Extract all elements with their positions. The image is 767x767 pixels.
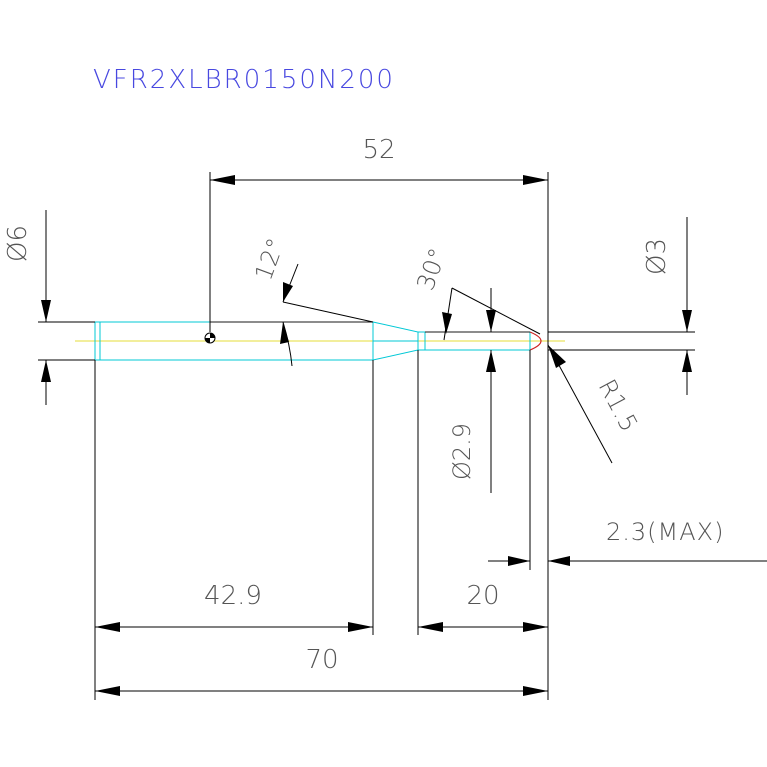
arrow-head bbox=[548, 345, 566, 368]
taper-angle-label: 12° bbox=[249, 234, 290, 284]
arrow-head bbox=[210, 175, 235, 185]
neck-diameter-label: Ø2.9 bbox=[448, 423, 476, 480]
arrow-head bbox=[348, 622, 373, 632]
dimension-max-offset: 2.3(MAX) bbox=[488, 350, 767, 570]
dimension-taper-angle: 12° bbox=[249, 234, 374, 367]
drawing-title: VFR2XLBR0150N200 bbox=[93, 65, 395, 95]
arrow-head bbox=[682, 310, 692, 332]
dimension-neck-diameter: Ø2.9 bbox=[448, 288, 496, 493]
arrow-head bbox=[523, 622, 548, 632]
radius-label: R1.5 bbox=[593, 375, 643, 437]
datum-marker bbox=[204, 332, 216, 344]
dimension-shank-length: 42.9 bbox=[94, 360, 374, 700]
arrow-head bbox=[682, 350, 692, 372]
dimension-overall-length: 70 bbox=[95, 570, 549, 700]
tip-diameter-label: Ø3 bbox=[642, 238, 672, 275]
arrow-head bbox=[280, 322, 289, 344]
arrow-head bbox=[486, 350, 496, 372]
arrow-head bbox=[486, 310, 496, 332]
shank-length-label: 42.9 bbox=[204, 581, 262, 611]
neck-length-label: 20 bbox=[466, 581, 499, 611]
dimension-radius: R1.5 bbox=[547, 344, 643, 464]
max-offset-label: 2.3(MAX) bbox=[606, 518, 724, 546]
arrow-head bbox=[523, 175, 548, 185]
overall-length-label: 70 bbox=[305, 645, 338, 675]
dimension-tip-angle: 30° bbox=[411, 244, 541, 341]
arrow-head bbox=[95, 686, 120, 696]
tip-angle-label: 30° bbox=[411, 244, 452, 294]
arrow-head bbox=[95, 622, 120, 632]
arrow-head bbox=[283, 282, 293, 302]
arrow-head bbox=[442, 312, 452, 334]
dimension-shank-diameter: Ø6 bbox=[3, 210, 95, 405]
shank-diameter-label: Ø6 bbox=[3, 225, 33, 262]
arrow-head bbox=[548, 556, 570, 566]
arrow-head bbox=[523, 686, 548, 696]
dimension-top-length: 52 bbox=[209, 135, 549, 570]
arrow-head bbox=[508, 556, 530, 566]
arrow-head bbox=[41, 300, 51, 322]
dimension-tip-diameter: Ø3 bbox=[548, 217, 695, 395]
ball-tip bbox=[529, 331, 542, 351]
tool-body bbox=[75, 321, 565, 361]
arrow-head bbox=[418, 622, 443, 632]
top-length-label: 52 bbox=[362, 135, 395, 165]
arrow-head bbox=[41, 360, 51, 382]
dimension-neck-length: 20 bbox=[417, 350, 548, 635]
